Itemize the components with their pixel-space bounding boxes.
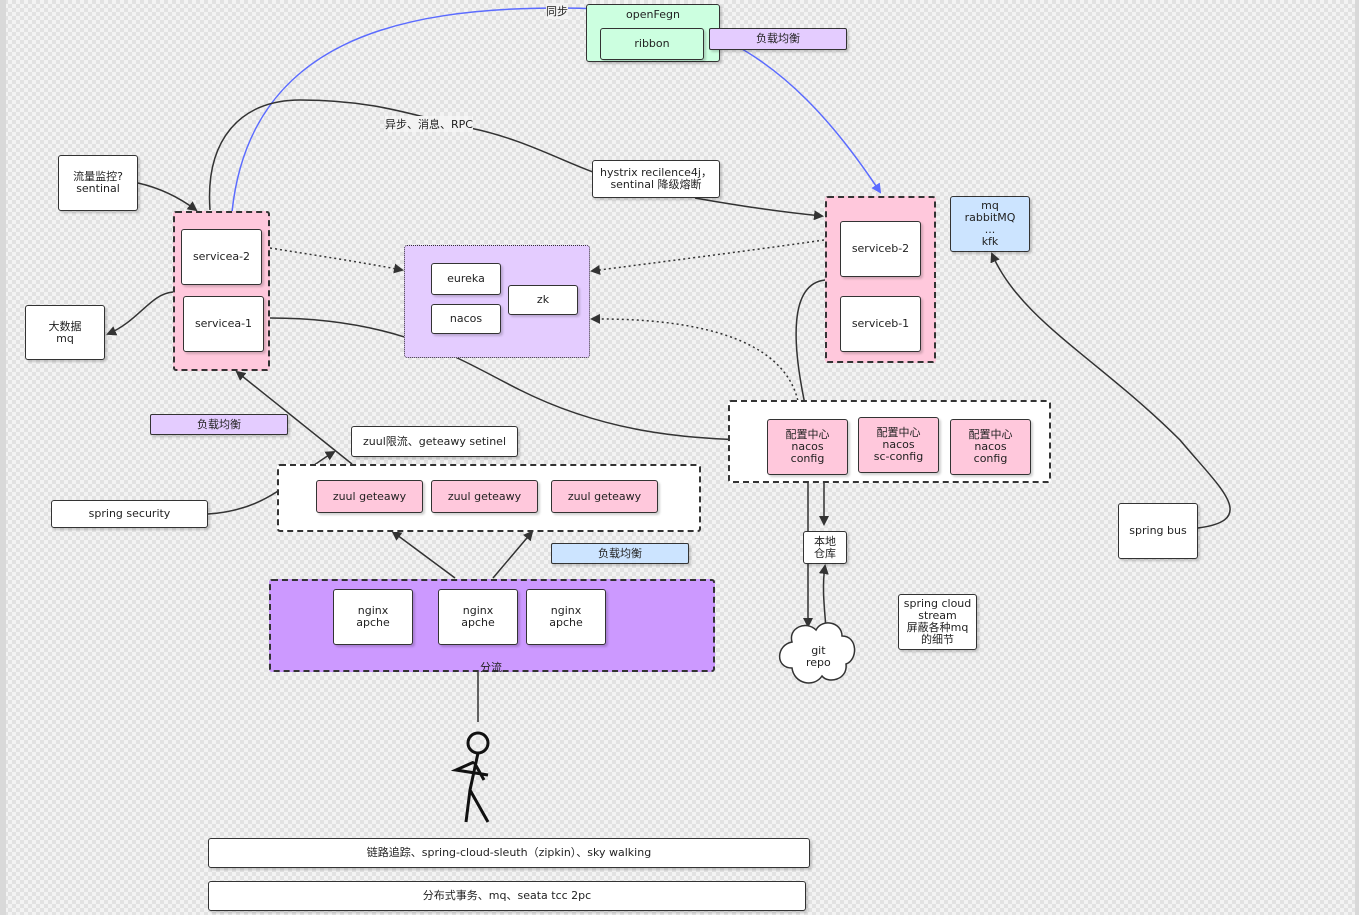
spring-security-label: spring security <box>88 507 171 520</box>
spring-cloud-stream-box[interactable]: spring cloud stream 屏蔽各种mq 的细节 <box>898 594 977 650</box>
ribbon-box[interactable]: ribbon <box>600 28 704 60</box>
flow-monitor-label: 流量监控? sentinal <box>73 170 123 195</box>
spring-bus-label: spring bus <box>1129 524 1187 537</box>
tracing-bar[interactable]: 链路追踪、spring-cloud-sleuth（zipkin）、sky wal… <box>208 838 810 868</box>
load-balance-tag-mid-label: 负载均衡 <box>197 417 241 431</box>
bigdata-arrow <box>106 291 174 336</box>
servicea-2-box[interactable]: servicea-2 <box>181 229 262 285</box>
flow-monitor-box[interactable]: 流量监控? sentinal <box>58 155 138 211</box>
nginx-2-label: nginx apche <box>461 604 495 629</box>
canvas-left-edge <box>0 0 6 915</box>
nginx-3-label: nginx apche <box>549 604 583 629</box>
distributed-tx-label: 分布式事务、mq、seata tcc 2pc <box>422 889 592 902</box>
load-balance-tag-mid[interactable]: 负载均衡 <box>150 414 288 435</box>
spring-cloud-stream-label: spring cloud stream 屏蔽各种mq 的细节 <box>903 597 972 646</box>
zuul-gateway-3[interactable]: zuul geteawy <box>551 480 658 513</box>
canvas-right-edge <box>1355 0 1359 915</box>
openfeign-label: openFegn <box>626 8 680 21</box>
nacos-box[interactable]: nacos <box>431 304 501 334</box>
sync-label: 同步 <box>546 3 568 19</box>
eureka-label: eureka <box>447 272 485 285</box>
zk-box[interactable]: zk <box>508 285 578 315</box>
nginx-1-box[interactable]: nginx apche <box>333 589 413 645</box>
hystrix-box[interactable]: hystrix recilence4j， sentinal 降级熔断 <box>592 160 720 198</box>
config-register-arrow <box>590 313 801 421</box>
zuul-gateway-1[interactable]: zuul geteawy <box>316 480 423 513</box>
hystrix-label: hystrix recilence4j， sentinal 降级熔断 <box>600 166 712 191</box>
hystrix-to-serviceb-arrow <box>694 197 824 221</box>
mq-label: mq rabbitMQ ... kfk <box>964 199 1016 248</box>
serviceb-config-arrow <box>795 279 826 420</box>
nginx-to-zuul-arrow-2 <box>492 530 534 579</box>
async-call-line <box>208 99 594 211</box>
nginx-to-zuul-arrow-1 <box>391 530 456 579</box>
zuul-gateway-2-label: zuul geteawy <box>447 489 522 503</box>
servicea-2-label: servicea-2 <box>192 250 251 263</box>
serviceb-1-label: serviceb-1 <box>851 317 910 330</box>
nginx-1-label: nginx apche <box>356 604 390 629</box>
serviceb-register-arrow <box>590 239 825 275</box>
zuul-gateway-2[interactable]: zuul geteawy <box>431 480 538 513</box>
servicea-config-arrow <box>269 317 766 445</box>
load-balance-tag-low[interactable]: 负载均衡 <box>551 543 689 564</box>
servicea-register-arrow <box>269 247 404 274</box>
spring-security-box[interactable]: spring security <box>51 500 208 528</box>
local-repo-box[interactable]: 本地 仓库 <box>803 531 847 564</box>
zuul-to-servicea-arrow <box>235 370 353 465</box>
config-center-1-label: 配置中心 nacos config <box>785 428 830 465</box>
ribbon-label: ribbon <box>634 37 670 50</box>
nginx-2-box[interactable]: nginx apche <box>438 589 518 645</box>
flow-monitor-arrow <box>137 182 198 212</box>
bus-to-mq-arrow <box>990 252 1231 529</box>
user-figure <box>450 731 490 823</box>
load-balance-tag-top-label: 负载均衡 <box>756 32 800 45</box>
servicea-1-label: servicea-1 <box>194 317 253 330</box>
load-balance-tag-top[interactable]: 负载均衡 <box>709 28 847 50</box>
servicea-1-box[interactable]: servicea-1 <box>183 296 264 352</box>
tracing-label: 链路追踪、spring-cloud-sleuth（zipkin）、sky wal… <box>366 846 652 859</box>
config-center-3-label: 配置中心 nacos config <box>968 428 1013 465</box>
bigdata-label: 大数据 mq <box>48 319 82 345</box>
mq-box[interactable]: mq rabbitMQ ... kfk <box>950 196 1030 252</box>
zuul-limit-box[interactable]: zuul限流、geteawy setinel <box>351 426 518 457</box>
load-balance-tag-low-label: 负载均衡 <box>598 546 642 560</box>
eureka-box[interactable]: eureka <box>431 263 501 295</box>
nginx-3-box[interactable]: nginx apche <box>526 589 606 645</box>
zk-label: zk <box>536 293 550 306</box>
serviceb-1-box[interactable]: serviceb-1 <box>840 296 921 352</box>
config-center-2-label: 配置中心 nacos sc-config <box>873 426 924 463</box>
git-to-local-arrow <box>818 564 829 629</box>
serviceb-2-box[interactable]: serviceb-2 <box>840 221 921 277</box>
bigdata-box[interactable]: 大数据 mq <box>25 305 105 360</box>
config-center-3[interactable]: 配置中心 nacos config <box>950 419 1031 475</box>
config-center-2[interactable]: 配置中心 nacos sc-config <box>858 417 939 473</box>
nacos-label: nacos <box>449 312 483 325</box>
local-repo-label: 本地 仓库 <box>814 534 836 560</box>
serviceb-2-label: serviceb-2 <box>851 242 910 255</box>
distributed-tx-bar[interactable]: 分布式事务、mq、seata tcc 2pc <box>208 881 806 911</box>
git-repo-label: git repo <box>806 644 831 669</box>
zuul-limit-label: zuul限流、geteawy setinel <box>362 434 506 448</box>
zuul-gateway-1-label: zuul geteawy <box>332 489 407 503</box>
shunt-label: 分流 <box>480 661 502 674</box>
zuul-gateway-3-label: zuul geteawy <box>567 489 642 503</box>
spring-bus-box[interactable]: spring bus <box>1118 503 1198 559</box>
async-label: 异步、消息、RPC <box>385 116 473 132</box>
config-center-1[interactable]: 配置中心 nacos config <box>767 419 848 475</box>
